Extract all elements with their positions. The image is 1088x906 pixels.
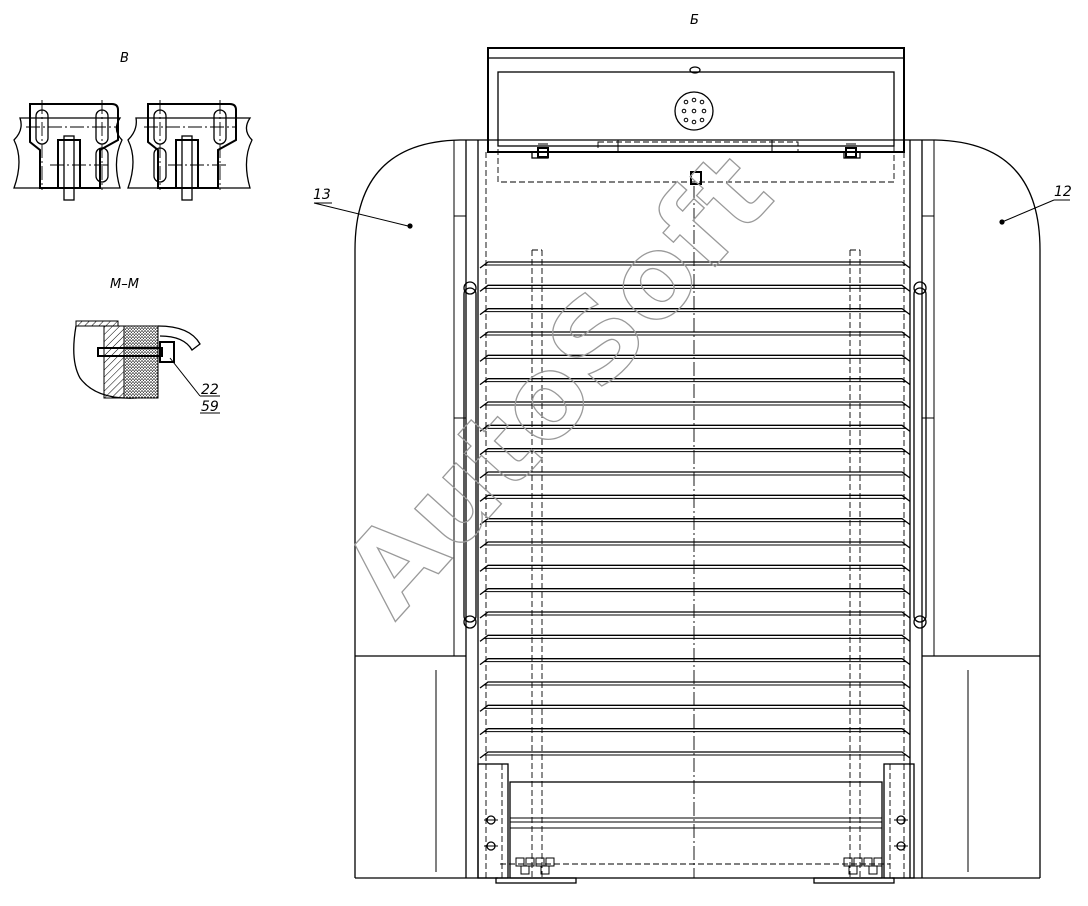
- louver-slat: [479, 704, 911, 712]
- louver-slat: [479, 424, 911, 432]
- louver-slat: [479, 331, 911, 339]
- louver-slat: [479, 728, 911, 736]
- callout-label-right: 12: [1054, 184, 1072, 200]
- louver-slat: [479, 261, 911, 269]
- louver-slat: [479, 541, 911, 549]
- callout-label-left: 13: [313, 187, 331, 203]
- detail-view-b: [13, 100, 253, 201]
- callout-dot-left: [407, 223, 413, 229]
- louver-slat: [479, 611, 911, 619]
- grille: [674, 91, 714, 131]
- view-label-detail: В: [120, 51, 129, 66]
- louver-slat: [479, 681, 911, 689]
- callout-bolt-bottom: 59: [201, 399, 219, 415]
- louver-slat: [479, 308, 911, 316]
- louver-slat: [479, 354, 911, 362]
- louver-slat: [479, 494, 911, 502]
- bottom-bolts-right: [843, 857, 883, 875]
- view-label-main: Б: [690, 13, 699, 28]
- section-view-mm: 22 59: [73, 320, 220, 415]
- watermark-text: AutoSoft: [318, 127, 798, 640]
- louver-slat: [479, 751, 911, 759]
- bottom-bolts-left: [515, 857, 555, 875]
- louver-slat: [479, 401, 911, 409]
- louver-slat: [479, 378, 911, 386]
- callout-dot-right: [999, 219, 1005, 225]
- callout-bolt-top: 22: [201, 382, 219, 398]
- louver-slat: [479, 634, 911, 642]
- louver-slat: [479, 518, 911, 526]
- main-view-b: 13 12: [313, 47, 1072, 884]
- louver-slat: [479, 658, 911, 666]
- louver-slats: [479, 261, 911, 759]
- louver-slat: [479, 448, 911, 456]
- louver-slat: [479, 588, 911, 596]
- view-label-section: М–М: [110, 277, 139, 292]
- louver-slat: [479, 471, 911, 479]
- louver-slat: [479, 564, 911, 572]
- louver-slat: [479, 284, 911, 292]
